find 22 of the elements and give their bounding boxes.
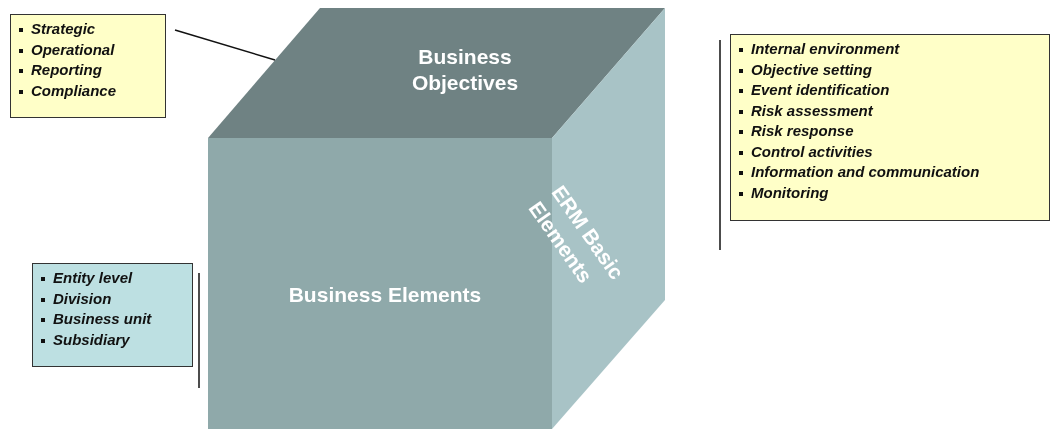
list-item: Division [41, 288, 184, 309]
list-item: Event identification [739, 80, 1041, 101]
list-item: Risk assessment [739, 100, 1041, 121]
components-list-box [730, 34, 1050, 221]
list-item: Strategic [19, 19, 157, 40]
list-item: Business unit [41, 309, 184, 330]
list-item: Reporting [19, 60, 157, 81]
list-item: Internal environment [739, 39, 1041, 60]
list-item: Operational [19, 39, 157, 60]
face-title: Business Objectives [410, 44, 520, 96]
list-item: Subsidiary [41, 329, 184, 350]
leader-line [174, 29, 276, 61]
face-title: Business Elements [287, 282, 483, 308]
list-item: Entity level [41, 268, 184, 289]
units-list-box [32, 263, 193, 367]
list-item: Information and communication [739, 162, 1041, 183]
list-item: Monitoring [739, 182, 1041, 203]
list-item: Risk response [739, 121, 1041, 142]
list-item: Control activities [739, 141, 1041, 162]
list-item: Objective setting [739, 59, 1041, 80]
list-item: Compliance [19, 80, 157, 101]
objectives-list-box [10, 14, 166, 118]
